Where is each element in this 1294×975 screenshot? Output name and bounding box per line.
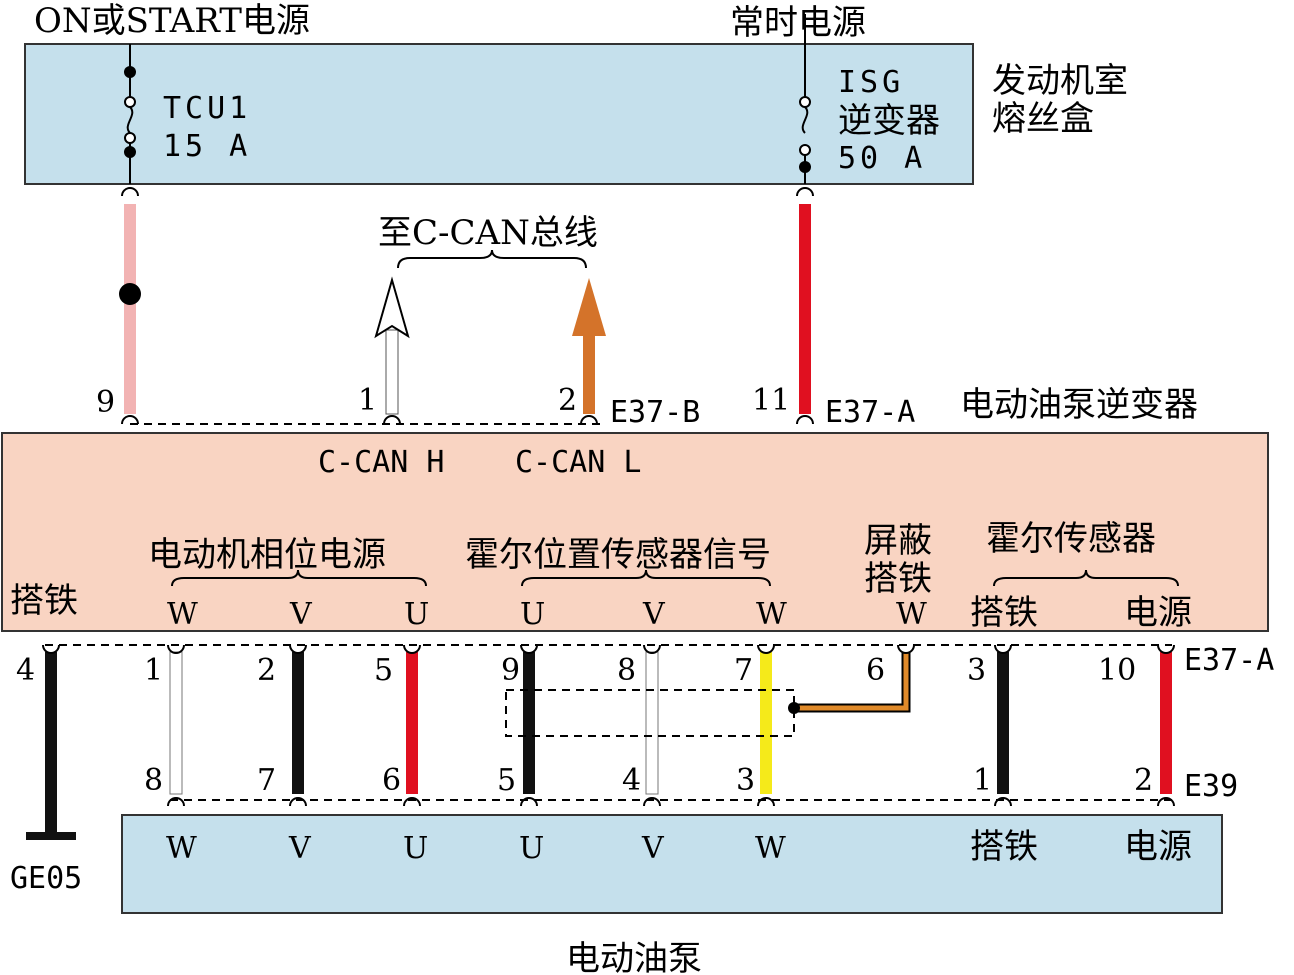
pin-mid-4: 4 (16, 653, 35, 688)
inv-shield-w: W (896, 597, 927, 632)
pin-bot-5: 5 (497, 763, 516, 798)
pin-mid-6: 6 (866, 653, 885, 688)
hall-sensor-brace (993, 569, 1179, 587)
motor-phase-label: 电动机相位电源 (148, 535, 386, 575)
wire-red-isg (796, 187, 814, 425)
fuse2-name-cn: 逆变器 (838, 101, 940, 141)
pin-bot-1: 1 (973, 763, 992, 798)
constant-power-label: 常时电源 (730, 3, 866, 43)
pin-top-2: 2 (558, 383, 577, 418)
wire-motor-u (403, 644, 421, 807)
hall-sensor-label: 霍尔传感器 (986, 519, 1156, 559)
wire-hall-v (643, 644, 661, 807)
hall-signal-brace (521, 569, 771, 587)
can-bus-brace (397, 249, 587, 269)
inverter-title: 电动油泵逆变器 (960, 385, 1198, 425)
inv-motor-w: W (167, 597, 198, 632)
wire-hall-u (520, 644, 538, 807)
shield-label-2: 搭铁 (864, 559, 932, 599)
fuse-box-title-2: 熔丝盒 (992, 99, 1094, 139)
can-h-arrow (374, 276, 410, 425)
on-start-power-label: ON或START电源 (34, 1, 310, 41)
wire-pink-tcu (119, 187, 141, 425)
pump-power: 电源 (1124, 827, 1192, 867)
pin-top-9: 9 (96, 385, 115, 420)
pin-mid-9: 9 (501, 653, 520, 688)
can-l-label: C-CAN L (515, 445, 641, 480)
inverter-box (1, 432, 1269, 632)
wire-motor-w (167, 644, 185, 807)
pump-ground: 搭铁 (970, 827, 1038, 867)
motor-phase-brace (171, 569, 427, 587)
inverter-ground-label: 搭铁 (10, 581, 78, 621)
can-bus-label: 至C-CAN总线 (378, 213, 598, 253)
can-h-label: C-CAN H (318, 445, 444, 480)
fuse-box-title-1: 发动机室 (992, 61, 1128, 101)
pump-v1: V (288, 831, 312, 866)
inv-motor-u: U (404, 597, 429, 632)
pin-mid-7: 7 (734, 653, 753, 688)
pin-mid-8: 8 (617, 653, 636, 688)
pin-bot-7: 7 (257, 763, 276, 798)
pin-mid-10: 10 (1098, 653, 1136, 688)
shield-label-1: 屏蔽 (864, 521, 932, 561)
wire-ground-ge05 (26, 644, 76, 840)
pump-u2: U (519, 831, 544, 866)
fuse-box (24, 43, 974, 185)
pump-title: 电动油泵 (566, 939, 702, 975)
pin-bot-8: 8 (144, 763, 163, 798)
fuse1-name: TCU1 (163, 91, 251, 126)
shield (505, 644, 915, 737)
wire-hall-power (1157, 644, 1175, 807)
pin-bot-2: 2 (1134, 763, 1153, 798)
fuse-isg (799, 14, 811, 184)
wire-hall-w (757, 644, 775, 807)
pin-bot-3: 3 (736, 763, 755, 798)
connector-e37a-top: E37-A (825, 395, 915, 430)
inv-hall-ground: 搭铁 (970, 593, 1038, 633)
connector-e39: E39 (1184, 769, 1238, 804)
inv-hall-v: V (642, 597, 666, 632)
can-l-arrow (572, 278, 606, 425)
fuse1-rating: 15 A (163, 129, 251, 164)
pump-w2: W (755, 831, 786, 866)
hall-signal-label: 霍尔位置传感器信号 (465, 535, 771, 575)
pin-mid-3: 3 (967, 653, 986, 688)
pin-bot-6: 6 (382, 763, 401, 798)
connector-e37b: E37-B (610, 395, 700, 430)
pin-top-11: 11 (752, 383, 790, 418)
pump-u1: U (403, 831, 428, 866)
fuse2-name: ISG (838, 65, 904, 100)
pin-mid-5: 5 (374, 653, 393, 688)
inv-hall-w: W (756, 597, 787, 632)
fuse-tcu1 (124, 44, 136, 184)
fuse2-rating: 50 A (838, 141, 926, 176)
pin-mid-2: 2 (257, 653, 276, 688)
pin-bot-4: 4 (622, 763, 641, 798)
pin-top-1: 1 (358, 383, 377, 418)
pump-v2: V (641, 831, 665, 866)
inv-motor-v: V (289, 597, 313, 632)
pump-box (121, 814, 1223, 914)
connector-e37a-bottom: E37-A (1184, 643, 1274, 678)
ground-point-ge05: GE05 (10, 861, 82, 896)
inv-hall-power: 电源 (1124, 593, 1192, 633)
inv-hall-u: U (520, 597, 545, 632)
wire-motor-v (289, 644, 307, 807)
pump-w1: W (166, 831, 197, 866)
pin-mid-1: 1 (144, 653, 163, 688)
wire-hall-ground (994, 644, 1012, 807)
